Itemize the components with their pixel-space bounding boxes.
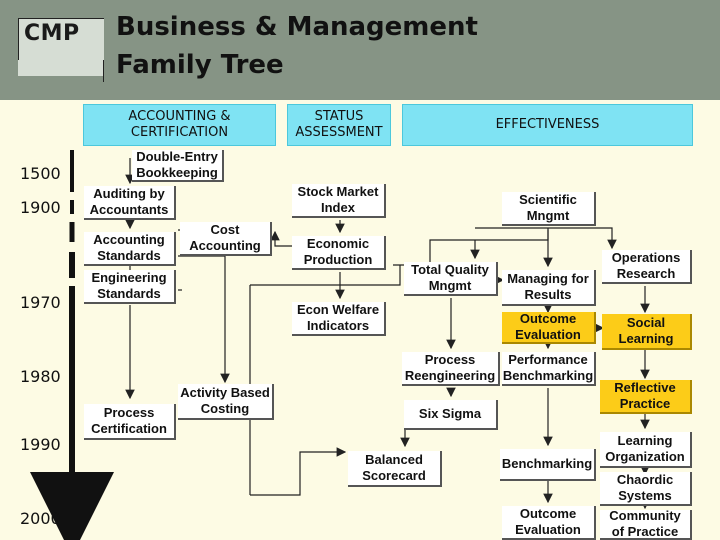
node-community-of-practice: Community of Practice	[600, 508, 692, 540]
node-process-certification: Process Certification	[84, 404, 176, 440]
node-outcome-evaluation-1: Outcome Evaluation	[502, 311, 596, 344]
node-engineering-standards: Engineering Standards	[84, 270, 176, 304]
node-activity-based-costing: Activity Based Costing	[178, 384, 274, 420]
cmp-logo: CMP	[18, 18, 104, 82]
year-label-2000: 2000	[20, 509, 61, 528]
node-cost-accounting: Cost Accounting	[180, 222, 272, 256]
node-balanced-scorecard: Balanced Scorecard	[348, 451, 442, 487]
year-label-1500: 1500	[20, 164, 61, 183]
year-label-1980: 1980	[20, 367, 61, 386]
node-econ-welfare-indicators: Econ Welfare Indicators	[292, 302, 386, 336]
node-outcome-evaluation-2: Outcome Evaluation	[502, 506, 596, 540]
node-operations-research: Operations Research	[602, 250, 692, 284]
node-auditing-by-accountants: Auditing by Accountants	[84, 186, 176, 220]
node-managing-for-results: Managing for Results	[502, 270, 596, 306]
node-benchmarking: Benchmarking	[500, 449, 596, 481]
node-six-sigma: Six Sigma	[404, 400, 498, 430]
node-social-learning: Social Learning	[602, 314, 692, 350]
node-economic-production: Economic Production	[292, 236, 386, 270]
header-band: CMP Business & Management Family Tree	[0, 0, 720, 100]
node-total-quality-mngmt: Total Quality Mngmt	[404, 262, 498, 296]
logo-text: CMP	[24, 21, 80, 46]
node-process-reengineering: Process Reengineering	[402, 352, 500, 386]
node-chaordic-systems: Chaordic Systems	[600, 472, 692, 506]
year-label-1970: 1970	[20, 293, 61, 312]
column-header-accounting: ACCOUNTING & CERTIFICATION	[83, 104, 276, 146]
node-accounting-standards: Accounting Standards	[84, 232, 176, 266]
page-title: Business & Management Family Tree	[116, 12, 478, 80]
node-stock-market-index: Stock Market Index	[292, 184, 386, 218]
node-scientific-mngmt: Scientific Mngmt	[502, 192, 596, 226]
node-learning-organization: Learning Organization	[600, 432, 692, 468]
year-label-1990: 1990	[20, 435, 61, 454]
node-double-entry-bookkeeping: Double-Entry Bookkeeping	[132, 149, 224, 182]
column-header-effectiveness: EFFECTIVENESS	[402, 104, 693, 146]
column-header-status: STATUS ASSESSMENT	[287, 104, 391, 146]
node-performance-benchmarking: Performance Benchmarking	[502, 352, 596, 386]
year-label-1900: 1900	[20, 198, 61, 217]
node-reflective-practice: Reflective Practice	[600, 380, 692, 414]
